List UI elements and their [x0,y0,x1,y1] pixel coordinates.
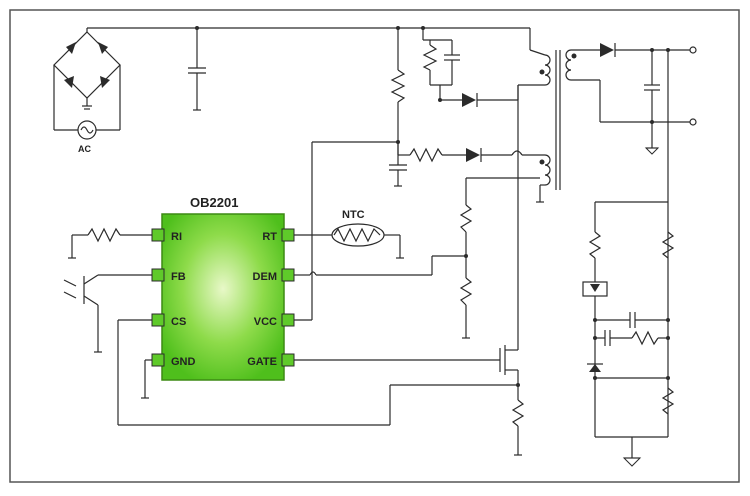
cs-sense-wire [117,319,518,426]
pin-rt-label: RT [262,231,277,243]
gnd-wire [141,359,152,399]
power-mosfet [294,345,525,456]
pin-cs-label: CS [171,316,186,328]
transformer [529,49,577,203]
pin-gate-label: GATE [247,356,277,368]
ac-source: AC [77,120,97,154]
diagram-border [9,9,740,483]
optocoupler-transistor [63,274,152,353]
pin-vcc-label: VCC [254,316,277,328]
pin-fb-label: FB [171,271,186,283]
ntc-label: NTC [342,209,365,221]
ob2201-chip: OB2201 RI FB CS GND RT DEM VCC GATE [151,195,295,381]
dem-divider [294,177,540,339]
bridge-rectifier [53,28,121,131]
bulk-capacitor [188,28,206,111]
secondary-output [571,43,697,437]
feedback-network [582,201,675,467]
snubber [422,28,545,107]
pin-dem-label: DEM [253,271,277,283]
startup-resistor [389,28,407,187]
chip-name: OB2201 [190,195,238,210]
ac-label: AC [78,144,91,154]
tl431-regulator [589,364,601,372]
vcc-supply-path [311,141,545,320]
pin-ri-label: RI [171,231,182,243]
ntc-thermistor: NTC [294,209,404,259]
ri-resistor [68,227,152,259]
pin-gnd-label: GND [171,356,196,368]
